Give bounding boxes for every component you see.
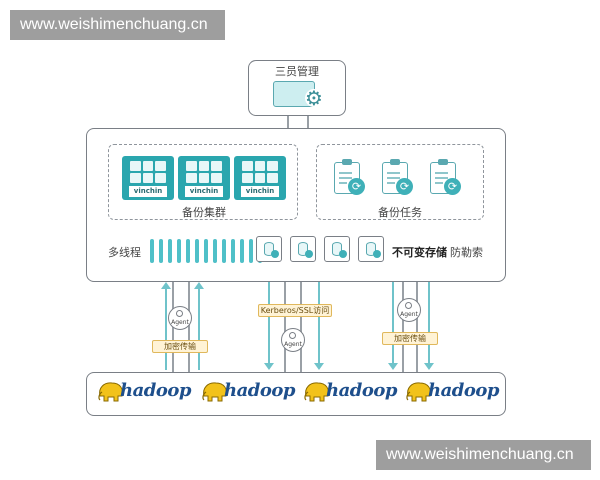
storage-icon [358, 236, 384, 262]
elephant-icon [98, 382, 123, 402]
elephant-icon [406, 382, 431, 402]
sync-icon: ⟳ [444, 178, 461, 195]
connector-line [416, 282, 418, 372]
connector-line [307, 116, 309, 128]
immutable-storage-label: 不可变存储 [392, 246, 447, 259]
data-flow-up [162, 282, 170, 370]
sync-icon: ⟳ [396, 178, 413, 195]
hadoop-logo: hadoop [96, 378, 191, 408]
storage-icon [256, 236, 282, 262]
hadoop-logo: hadoop [302, 378, 397, 408]
agent-icon: Agent [168, 306, 192, 330]
data-flow-down [265, 282, 273, 370]
connector-line [300, 282, 302, 372]
backup-task-group [316, 144, 484, 220]
elephant-icon [202, 382, 227, 402]
hadoop-text: hadoop [120, 380, 191, 401]
multithread-label: 多线程 [108, 246, 141, 259]
backup-task-label: 备份任务 [378, 206, 422, 219]
watermark-top: www.weishimenchuang.cn [10, 10, 225, 40]
sync-icon: ⟳ [348, 178, 365, 195]
gear-icon: ⚙ [305, 86, 323, 110]
hadoop-text: hadoop [428, 380, 499, 401]
management-panel: 三员管理 ⚙ [248, 60, 346, 116]
kerberos-ssl-tag: Kerberos/SSL访问 [258, 304, 332, 317]
elephant-icon [304, 382, 329, 402]
agent-icon: Agent [281, 328, 305, 352]
vinchin-brand: vinchin [241, 186, 279, 197]
encrypted-transfer-tag: 加密传输 [152, 340, 208, 353]
data-flow-up [195, 282, 203, 370]
connector-line [287, 116, 289, 128]
vinchin-node: vinchin [122, 156, 174, 200]
data-flow-down [389, 282, 397, 370]
vinchin-node: vinchin [234, 156, 286, 200]
data-flow-down [315, 282, 323, 370]
connector-line [402, 282, 404, 372]
encrypted-transfer-tag: 加密传输 [382, 332, 438, 345]
vinchin-node: vinchin [178, 156, 230, 200]
backup-task-icon: ⟳ [382, 158, 413, 196]
backup-cluster-group [108, 144, 298, 220]
vinchin-brand: vinchin [185, 186, 223, 197]
hadoop-text: hadoop [224, 380, 295, 401]
data-flow-down [425, 282, 433, 370]
backup-task-icon: ⟳ [334, 158, 365, 196]
backup-cluster-label: 备份集群 [182, 206, 226, 219]
ransomware-label: 防勒索 [450, 246, 483, 259]
watermark-bottom: www.weishimenchuang.cn [376, 440, 591, 470]
hadoop-cluster-bar [86, 372, 506, 416]
hadoop-logo: hadoop [200, 378, 295, 408]
storage-icon [324, 236, 350, 262]
thread-stripes [150, 239, 262, 263]
management-title: 三员管理 [275, 65, 319, 78]
connector-line [284, 282, 286, 372]
agent-icon: Agent [397, 298, 421, 322]
vinchin-brand: vinchin [129, 186, 167, 197]
hadoop-logo: hadoop [404, 378, 499, 408]
backup-task-icon: ⟳ [430, 158, 461, 196]
connector-line [188, 282, 190, 372]
hadoop-text: hadoop [326, 380, 397, 401]
storage-icon [290, 236, 316, 262]
